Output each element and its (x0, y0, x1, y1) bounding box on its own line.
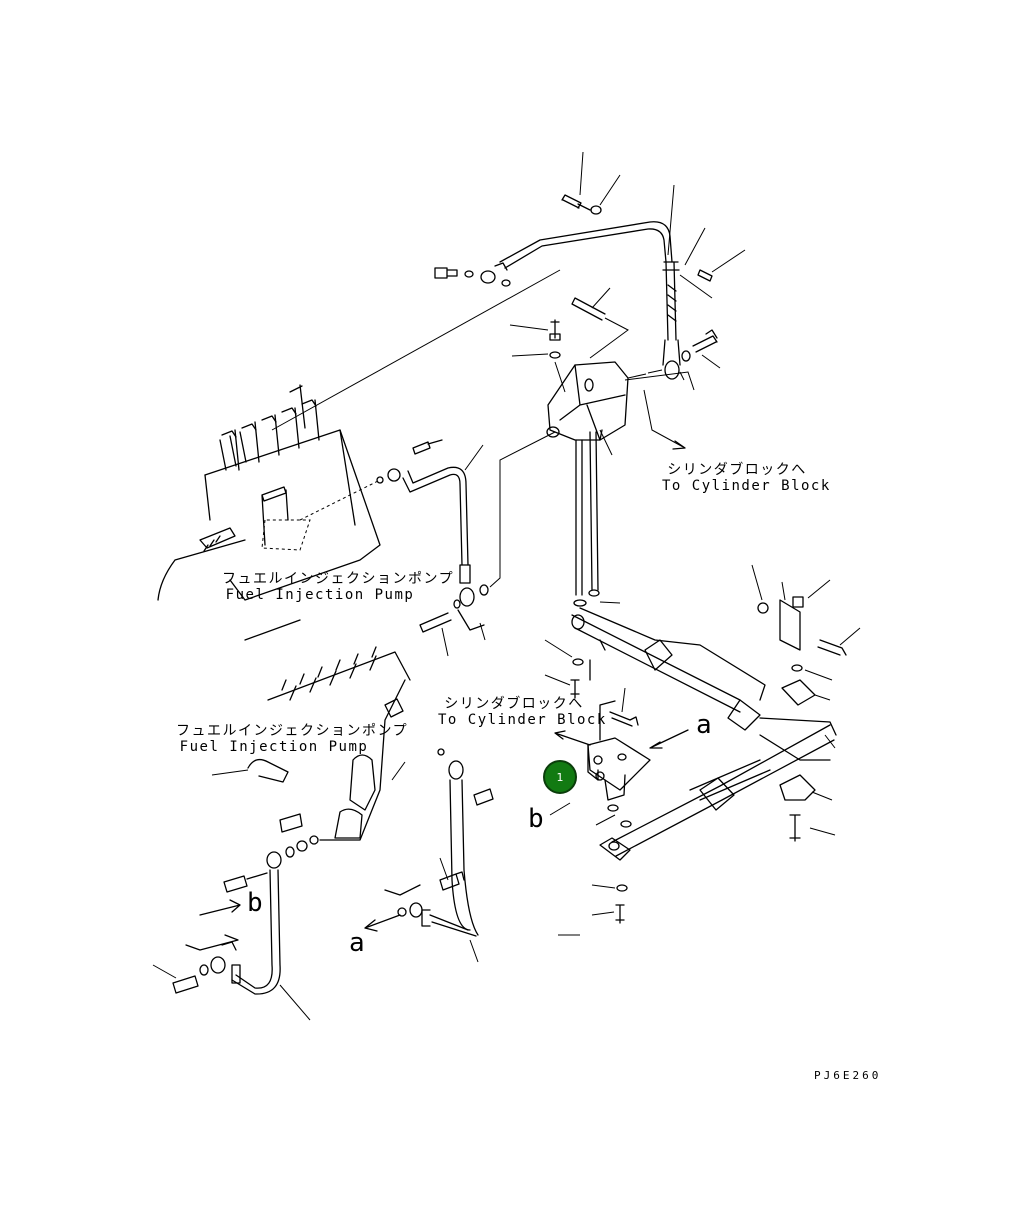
label-fuel-pump-lower-en: Fuel Injection Pump (179, 739, 369, 755)
bracket-assembly (549, 687, 689, 828)
junction-block (509, 287, 695, 456)
label-cylinder-block-mid-jp: シリンダブロックへ (444, 696, 584, 712)
top-pipe-assembly (434, 151, 746, 380)
drawing-code: PJ6E260 (814, 1069, 882, 1082)
label-cylinder-block-mid-en: To Cylinder Block (438, 712, 607, 728)
label-cylinder-block-top: シリンダブロックへ To Cylinder Block (662, 462, 831, 494)
label-cylinder-block-top-jp: シリンダブロックへ (667, 462, 807, 478)
vertical-rods (573, 431, 621, 607)
rail-assembly (544, 607, 837, 936)
lower-middle-hose (364, 748, 494, 963)
clamp-parts (751, 564, 861, 842)
label-fuel-pump-top-jp: フュエルインジェクションポンプ (222, 571, 455, 587)
label-cylinder-block-top-en: To Cylinder Block (662, 478, 831, 494)
callout-marker[interactable]: 1 (543, 760, 577, 794)
ref-a-right: a (696, 710, 712, 740)
ref-b-left: b (528, 804, 544, 834)
label-fuel-pump-lower: フュエルインジェクションポンプ Fuel Injection Pump (176, 723, 409, 755)
ref-a-lower: a (349, 928, 365, 958)
fuel-pump-top (157, 269, 561, 641)
label-cylinder-block-mid: シリンダブロックへ To Cylinder Block (438, 696, 607, 728)
lower-left-hose (152, 835, 319, 1021)
label-fuel-pump-top-en: Fuel Injection Pump (225, 587, 415, 603)
pump-side-pipe (376, 431, 556, 657)
fuel-pump-lower (211, 646, 411, 841)
callout-marker-label: 1 (556, 770, 564, 784)
ref-b-lower: b (247, 888, 263, 918)
label-fuel-pump-lower-jp: フュエルインジェクションポンプ (176, 723, 409, 739)
label-fuel-pump-top: フュエルインジェクションポンプ Fuel Injection Pump (222, 571, 455, 603)
